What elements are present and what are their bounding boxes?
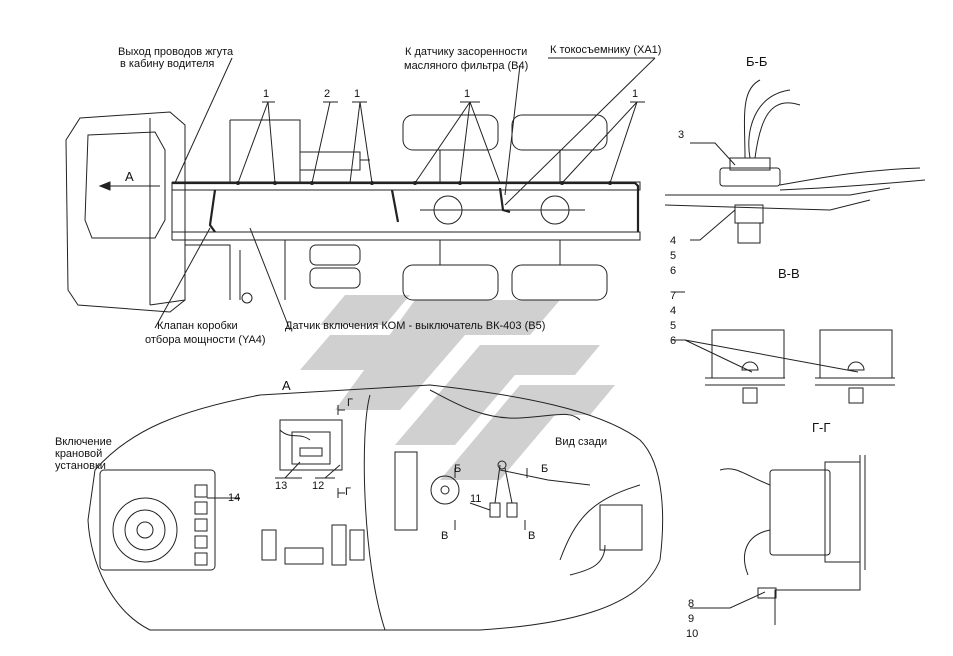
indicator-module xyxy=(279,419,343,471)
callout-9: 9 xyxy=(688,613,695,625)
callout-3: 3 xyxy=(678,129,685,141)
switch-panel xyxy=(99,469,216,571)
callout-1: 1 xyxy=(263,88,270,100)
callout-6: 6 xyxy=(670,335,677,347)
callout-12: 12 xyxy=(312,480,325,492)
callout-4: 4 xyxy=(670,305,677,317)
pto-sensor-label: Датчик включения КОМ - выключатель ВК-40… xyxy=(285,320,546,332)
section-mark-v: В xyxy=(441,530,449,542)
view-a-title: А xyxy=(282,378,291,393)
section-mark-b-2: Б xyxy=(541,463,549,475)
watermark-logo xyxy=(300,295,615,480)
current-collector-label: К токосъемнику (ХА1) xyxy=(550,44,662,56)
callout-1: 1 xyxy=(354,88,361,100)
callout-8: 8 xyxy=(688,598,695,610)
section-v-v-title: В-В xyxy=(778,266,800,281)
chassis-view xyxy=(65,57,656,331)
callout-7: 7 xyxy=(670,290,677,302)
crane-label: Включение xyxy=(55,436,112,448)
section-mark-b: Б xyxy=(454,463,462,475)
callout-5: 5 xyxy=(670,320,677,332)
section-b-b xyxy=(664,79,926,244)
wheel xyxy=(511,114,608,151)
callout-14: 14 xyxy=(228,492,241,504)
section-b-b-title: Б-Б xyxy=(746,54,768,69)
wheel xyxy=(402,264,499,301)
rear-view-label: Вид сзади xyxy=(555,436,608,448)
harness-exit-label: Выход проводов жгута xyxy=(118,46,234,58)
crane-label-2: крановой xyxy=(55,448,103,460)
wire-harness xyxy=(172,181,640,233)
valve-label: Клапан коробки xyxy=(157,320,238,332)
callout-6: 6 xyxy=(670,265,677,277)
section-mark-g: Г xyxy=(347,397,353,409)
callout-1: 1 xyxy=(464,88,471,100)
callout-13: 13 xyxy=(275,480,288,492)
cab-outline xyxy=(65,111,186,313)
wheel xyxy=(511,264,608,301)
callout-11: 11 xyxy=(470,493,482,505)
wheel xyxy=(402,114,499,151)
oil-filter-label-2: масляного фильтра (В4) xyxy=(404,60,529,72)
frame-rail-lower xyxy=(172,231,641,241)
section-mark-g-2: Г xyxy=(345,486,351,498)
callout-10: 10 xyxy=(686,628,699,640)
valve-label-2: отбора мощности (YA4) xyxy=(145,334,266,346)
section-g-g-title: Г-Г xyxy=(812,420,831,435)
callout-2: 2 xyxy=(324,88,331,100)
crane-label-3: установки xyxy=(55,460,106,472)
section-v-v xyxy=(672,291,895,404)
callout-1: 1 xyxy=(632,88,639,100)
harness-exit-label-2: в кабину водителя xyxy=(120,58,215,70)
view-a-panel xyxy=(87,384,664,631)
oil-filter-label: К датчику засоренности xyxy=(405,46,528,58)
callout-4: 4 xyxy=(670,235,677,247)
section-g-g xyxy=(690,455,866,625)
callout-5: 5 xyxy=(670,250,677,262)
view-a-arrow-label: А xyxy=(125,169,134,184)
section-mark-v-2: В xyxy=(528,530,536,542)
